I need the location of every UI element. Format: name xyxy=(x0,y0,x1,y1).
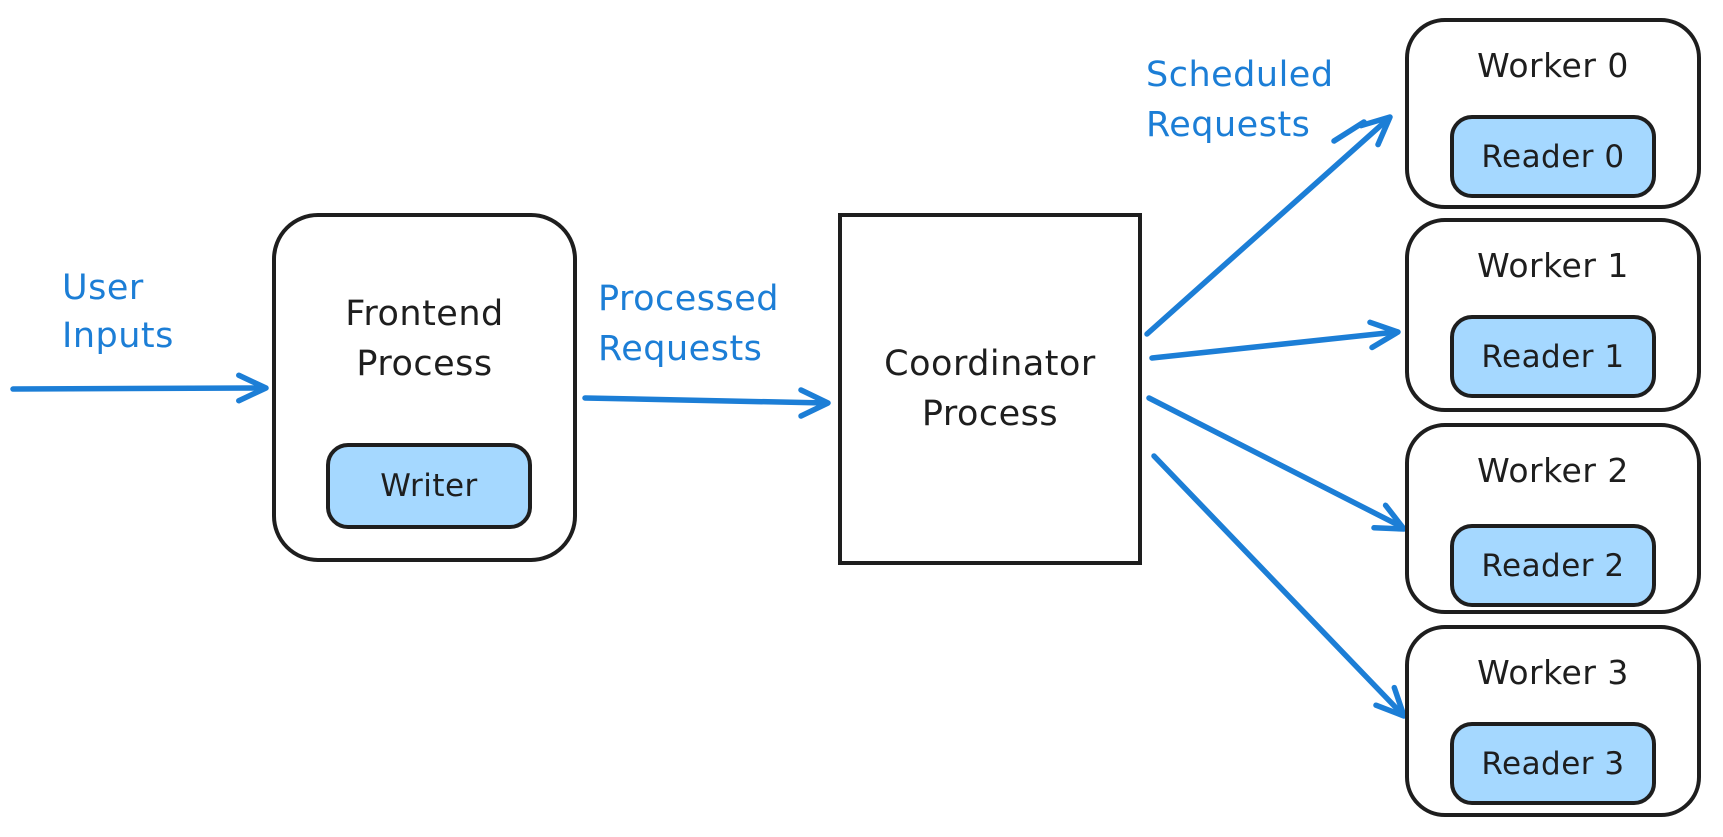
worker-label: Worker 1 xyxy=(1477,246,1629,285)
worker-label: Worker 2 xyxy=(1477,451,1629,490)
frontend-process-box: Frontend Process Writer xyxy=(272,213,577,562)
user-inputs-label-line1: User xyxy=(62,268,144,308)
writer-label: Writer xyxy=(380,468,478,504)
reader-label: Reader 2 xyxy=(1481,547,1625,584)
worker-label: Worker 0 xyxy=(1477,46,1629,85)
scheduled-arrow-worker-1 xyxy=(1149,319,1401,361)
scheduled-arrow-worker-3 xyxy=(1151,453,1407,719)
coordinator-title-line2: Process xyxy=(921,394,1059,434)
worker-box-0: Worker 0 Reader 0 xyxy=(1405,18,1701,209)
reader-label: Reader 3 xyxy=(1481,745,1625,782)
worker-box-3: Worker 3 Reader 3 xyxy=(1405,625,1701,817)
user-inputs-label: User Inputs xyxy=(62,264,174,360)
scheduled-requests-label: Scheduled Requests xyxy=(1146,50,1334,150)
processed-requests-arrow xyxy=(582,387,831,419)
scheduled-requests-label-line1: Scheduled xyxy=(1146,55,1334,95)
user-inputs-label-line2: Inputs xyxy=(62,316,174,356)
coordinator-process-title: Coordinator Process xyxy=(842,339,1138,439)
user-inputs-arrow xyxy=(10,372,269,404)
frontend-title-line1: Frontend xyxy=(345,294,504,334)
frontend-title-line2: Process xyxy=(356,344,493,384)
frontend-process-title: Frontend Process xyxy=(276,289,573,389)
reader-box: Reader 2 xyxy=(1450,524,1656,607)
worker-box-2: Worker 2 Reader 2 xyxy=(1405,423,1701,614)
worker-label: Worker 3 xyxy=(1477,653,1629,692)
reader-box: Reader 3 xyxy=(1450,722,1656,805)
reader-label: Reader 1 xyxy=(1481,338,1625,375)
scheduled-requests-label-line2: Requests xyxy=(1146,105,1311,145)
reader-box: Reader 0 xyxy=(1450,115,1656,198)
reader-label: Reader 0 xyxy=(1481,138,1625,175)
processed-requests-label-line2: Requests xyxy=(598,329,763,369)
processed-requests-label: Processed Requests xyxy=(598,274,779,374)
writer-box: Writer xyxy=(326,443,532,529)
scheduled-label-connector xyxy=(1331,119,1367,144)
processed-requests-label-line1: Processed xyxy=(598,279,780,319)
scheduled-arrow-worker-2 xyxy=(1146,395,1407,532)
coordinator-process-box: Coordinator Process xyxy=(838,213,1142,565)
coordinator-title-line1: Coordinator xyxy=(884,344,1096,384)
reader-box: Reader 1 xyxy=(1450,315,1656,398)
worker-box-1: Worker 1 Reader 1 xyxy=(1405,218,1701,412)
